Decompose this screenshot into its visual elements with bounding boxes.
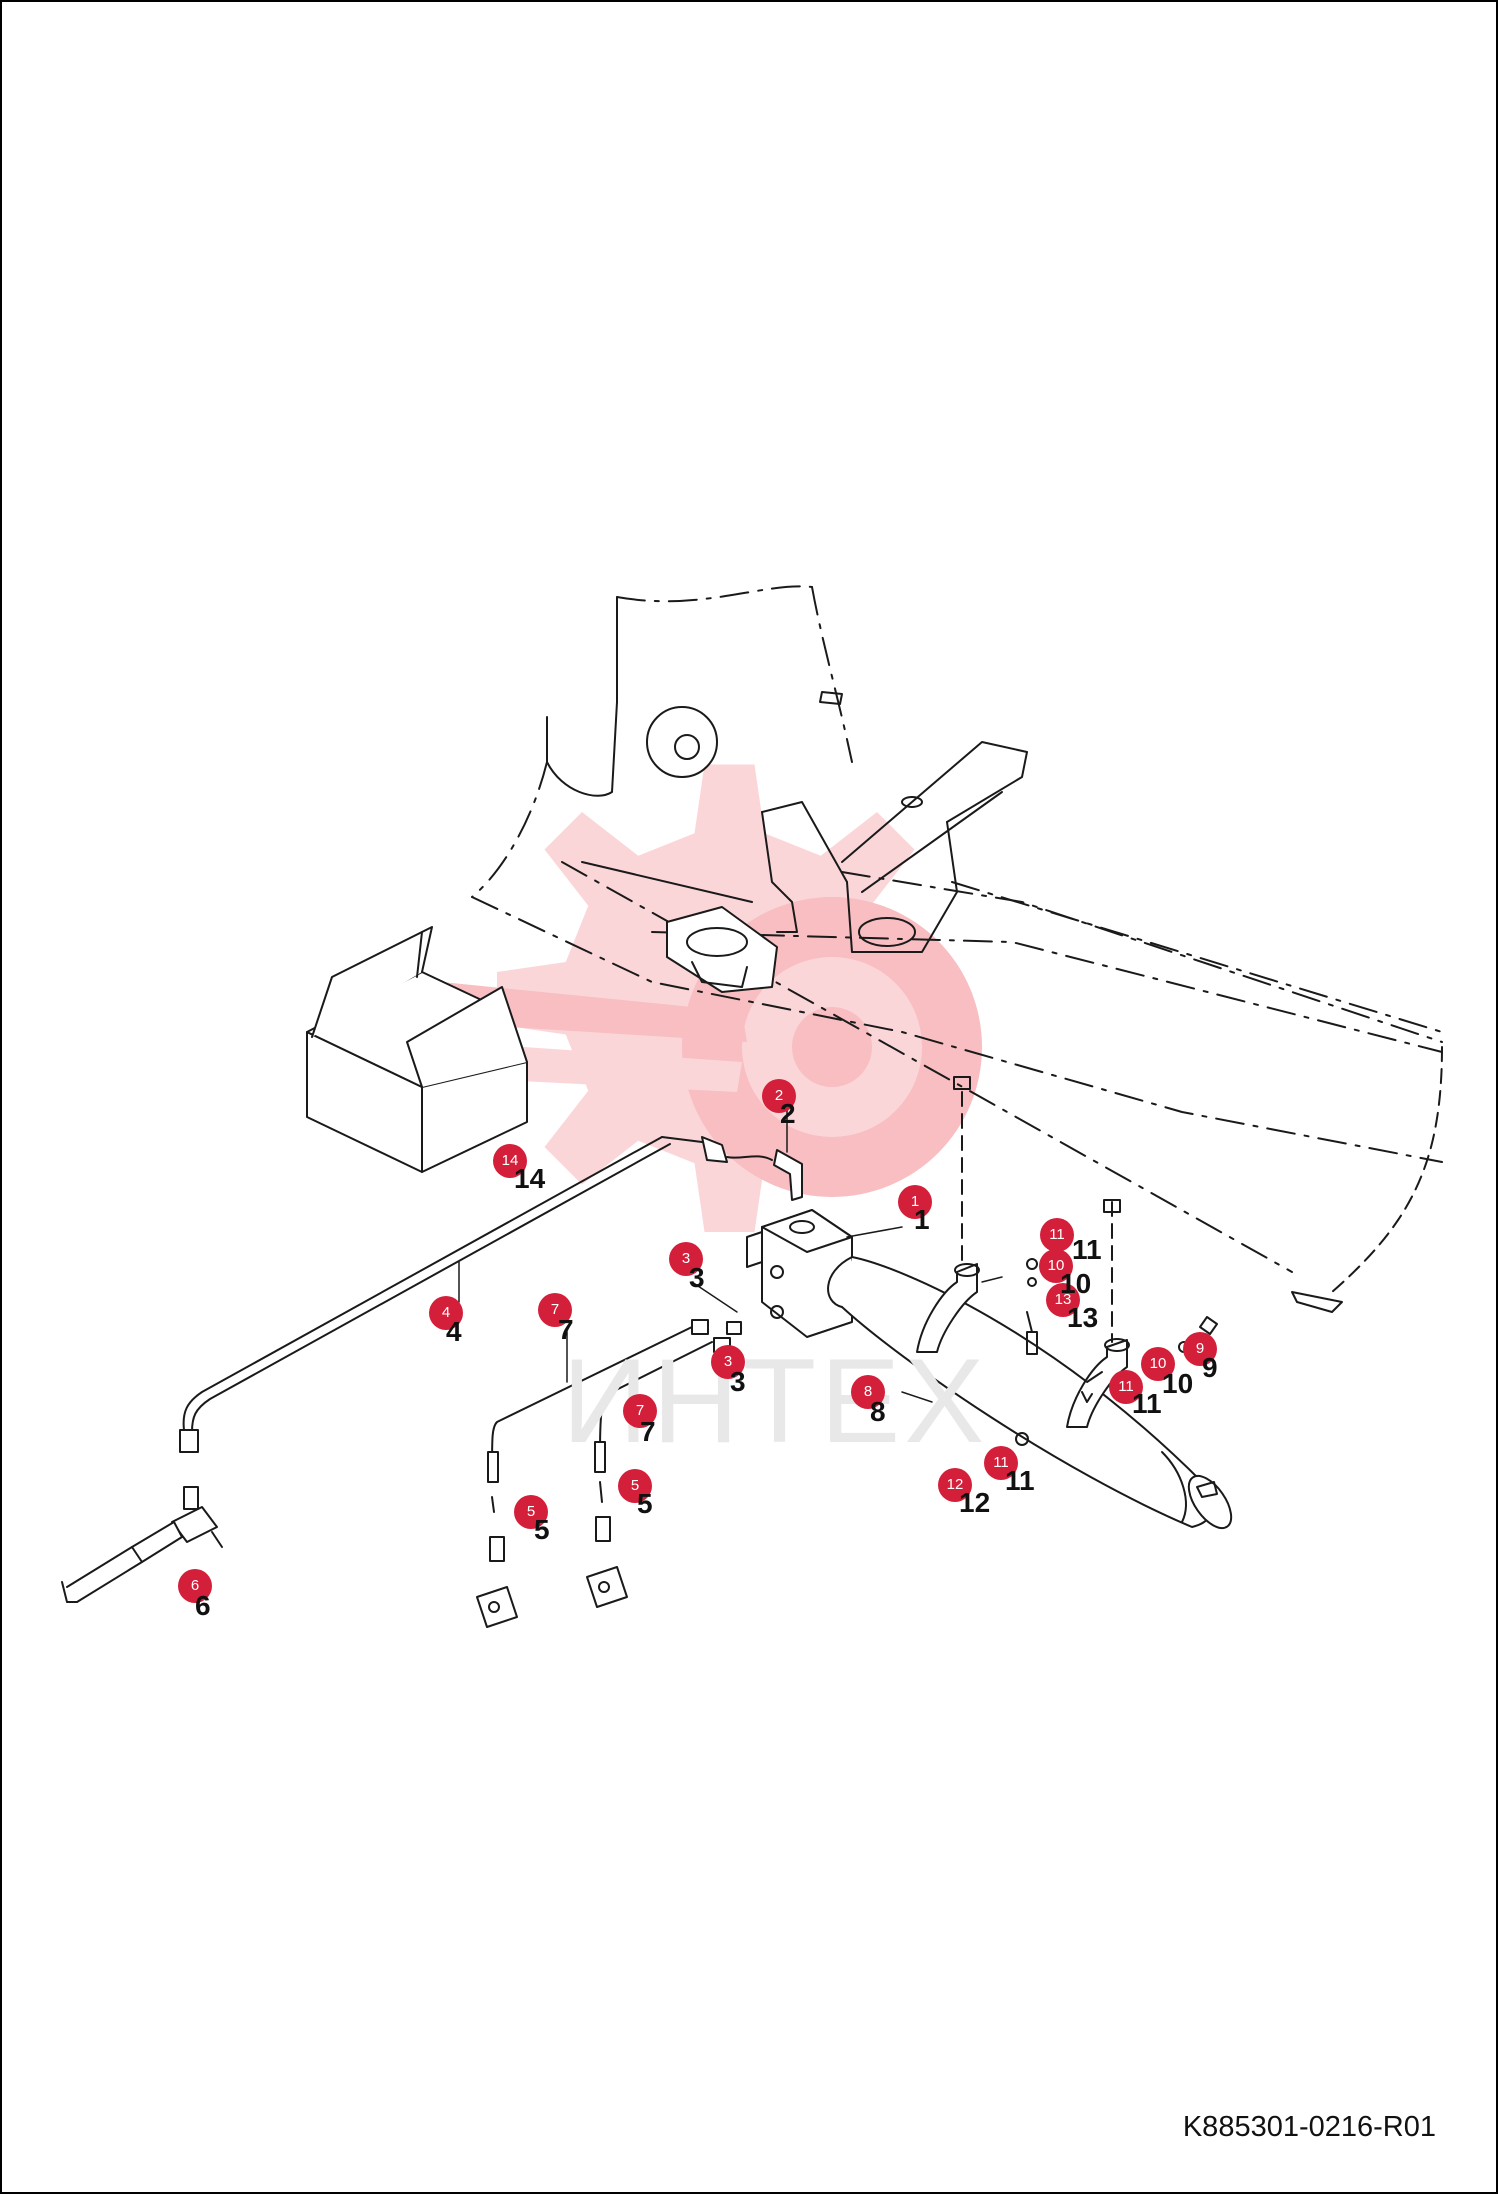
callout-12[interactable]: 12	[938, 1468, 972, 1502]
parts-box	[306, 926, 528, 1173]
part-number-5: 5	[534, 1514, 550, 1545]
callout-2[interactable]: 2	[762, 1079, 796, 1113]
part-number-10b: 10	[1162, 1368, 1194, 1399]
part-number-14: 14	[514, 1163, 546, 1194]
callout-4[interactable]: 4	[429, 1296, 463, 1330]
callout-11c[interactable]: 11	[984, 1446, 1018, 1480]
part-number-8: 8	[870, 1396, 886, 1427]
callout-3[interactable]: 3	[669, 1242, 703, 1276]
callout-8[interactable]: 8	[851, 1375, 885, 1409]
part-number-11c: 11	[1005, 1465, 1035, 1496]
lube-lines	[61, 1136, 803, 1628]
part-number-10: 10	[1060, 1268, 1092, 1299]
part-number-4: 4	[446, 1316, 462, 1347]
part-number-13: 13	[1067, 1302, 1099, 1333]
part-number-7: 7	[558, 1314, 574, 1345]
callout-3b[interactable]: 3	[711, 1345, 745, 1379]
callout-13[interactable]: 13	[1046, 1283, 1080, 1317]
part-number-6: 6	[195, 1590, 211, 1621]
document-id: K885301-0216-R01	[1182, 2111, 1436, 2143]
part-number-11: 11	[1072, 1234, 1102, 1265]
callout-11b[interactable]: 11	[1109, 1370, 1143, 1404]
callout-11[interactable]: 11	[1040, 1218, 1074, 1252]
callout-1[interactable]: 1	[898, 1185, 932, 1219]
part-number-3b: 3	[730, 1366, 746, 1397]
part-number-3: 3	[689, 1262, 705, 1293]
callout-10[interactable]: 10	[1039, 1249, 1073, 1283]
callout-9[interactable]: 9	[1183, 1332, 1217, 1366]
part-number-11b: 11	[1132, 1388, 1162, 1419]
part-number-12: 12	[959, 1487, 991, 1518]
callout-7b[interactable]: 7	[623, 1394, 657, 1428]
part-number-5b: 5	[637, 1488, 653, 1519]
part-number-1: 1	[914, 1204, 930, 1235]
callout-5[interactable]: 5	[514, 1495, 548, 1529]
part-number-7b: 7	[640, 1416, 656, 1447]
callout-14[interactable]: 14	[493, 1144, 527, 1178]
part-number-2: 2	[780, 1098, 796, 1129]
chassis-frame	[471, 585, 1443, 1343]
callout-10b[interactable]: 10	[1141, 1347, 1175, 1381]
callout-5b[interactable]: 5	[618, 1469, 652, 1503]
part-number-9: 9	[1202, 1352, 1218, 1383]
leader-lines	[458, 1101, 1003, 1403]
callout-7[interactable]: 7	[538, 1293, 572, 1327]
callout-6[interactable]: 6	[178, 1569, 212, 1603]
